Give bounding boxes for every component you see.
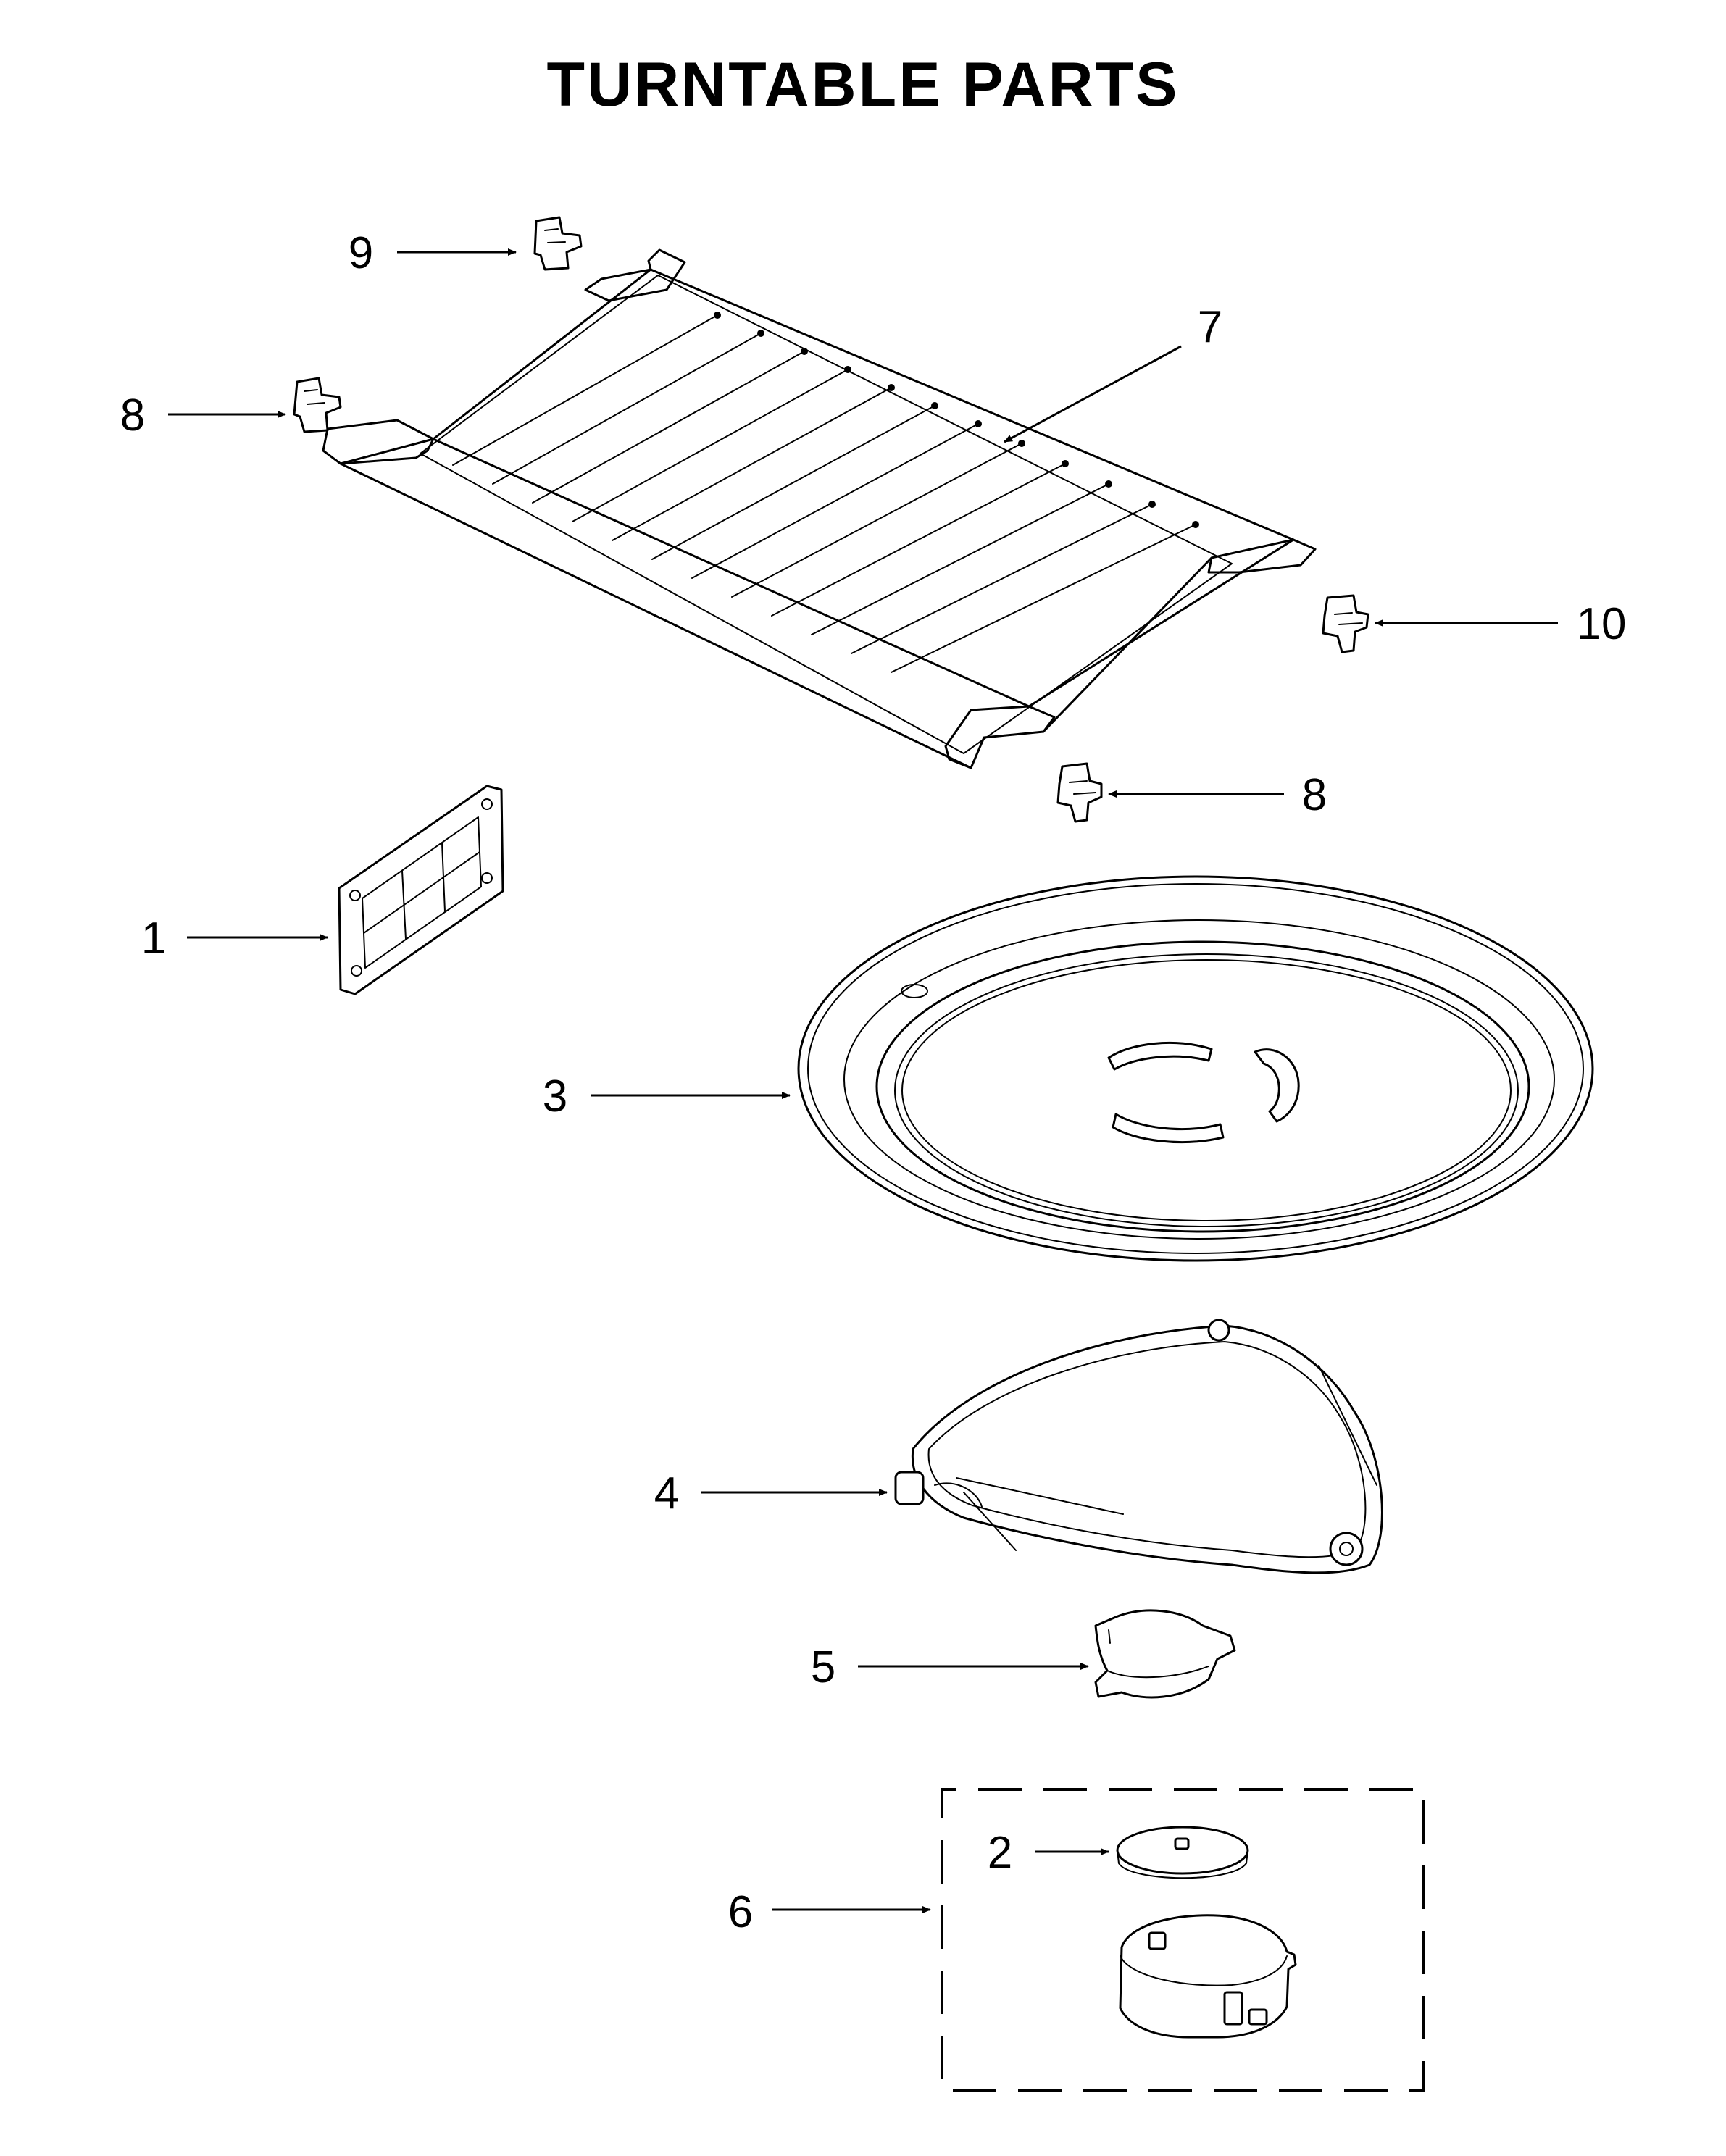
callout-label-5: 5 bbox=[811, 1642, 835, 1692]
callout-4: 4 bbox=[654, 1468, 888, 1518]
callout-label-4: 4 bbox=[654, 1468, 679, 1518]
wire-rack-part-7 bbox=[322, 248, 1317, 769]
callout-10: 10 bbox=[1375, 599, 1626, 649]
rack-clip-part-8-left bbox=[293, 377, 342, 433]
callout-label-6: 6 bbox=[728, 1887, 753, 1937]
callout-label-9: 9 bbox=[349, 228, 373, 278]
rack-clip-part-10 bbox=[1322, 594, 1369, 653]
callout-label-8-left: 8 bbox=[120, 390, 145, 440]
callout-2: 2 bbox=[988, 1828, 1109, 1878]
callout-5: 5 bbox=[811, 1642, 1089, 1692]
callout-label-10: 10 bbox=[1577, 599, 1627, 649]
callout-1: 1 bbox=[141, 914, 328, 964]
callout-8-right: 8 bbox=[1108, 770, 1327, 820]
callout-label-1: 1 bbox=[141, 914, 166, 964]
callout-label-8-right: 8 bbox=[1302, 770, 1327, 820]
coupler-part-5 bbox=[1094, 1609, 1236, 1699]
turntable-tray-part-3 bbox=[797, 875, 1594, 1262]
callout-label-3: 3 bbox=[543, 1071, 567, 1121]
callout-8-left: 8 bbox=[120, 390, 286, 440]
rack-clip-part-8-right bbox=[1056, 762, 1103, 823]
motor-assembly-part-6 bbox=[941, 1788, 1425, 2092]
page-title: TURNTABLE PARTS bbox=[546, 50, 1180, 120]
callout-6: 6 bbox=[728, 1887, 931, 1937]
callout-label-2: 2 bbox=[988, 1828, 1012, 1878]
callout-9: 9 bbox=[349, 228, 517, 278]
roller-support-part-4 bbox=[894, 1319, 1383, 1574]
rack-clip-part-9 bbox=[533, 216, 583, 271]
turntable-cam-part-2 bbox=[1116, 1826, 1249, 1879]
callout-label-7: 7 bbox=[1198, 302, 1222, 352]
callout-7: 7 bbox=[1004, 302, 1222, 443]
callout-3: 3 bbox=[543, 1071, 791, 1121]
filter-grille-part-1 bbox=[338, 785, 504, 995]
